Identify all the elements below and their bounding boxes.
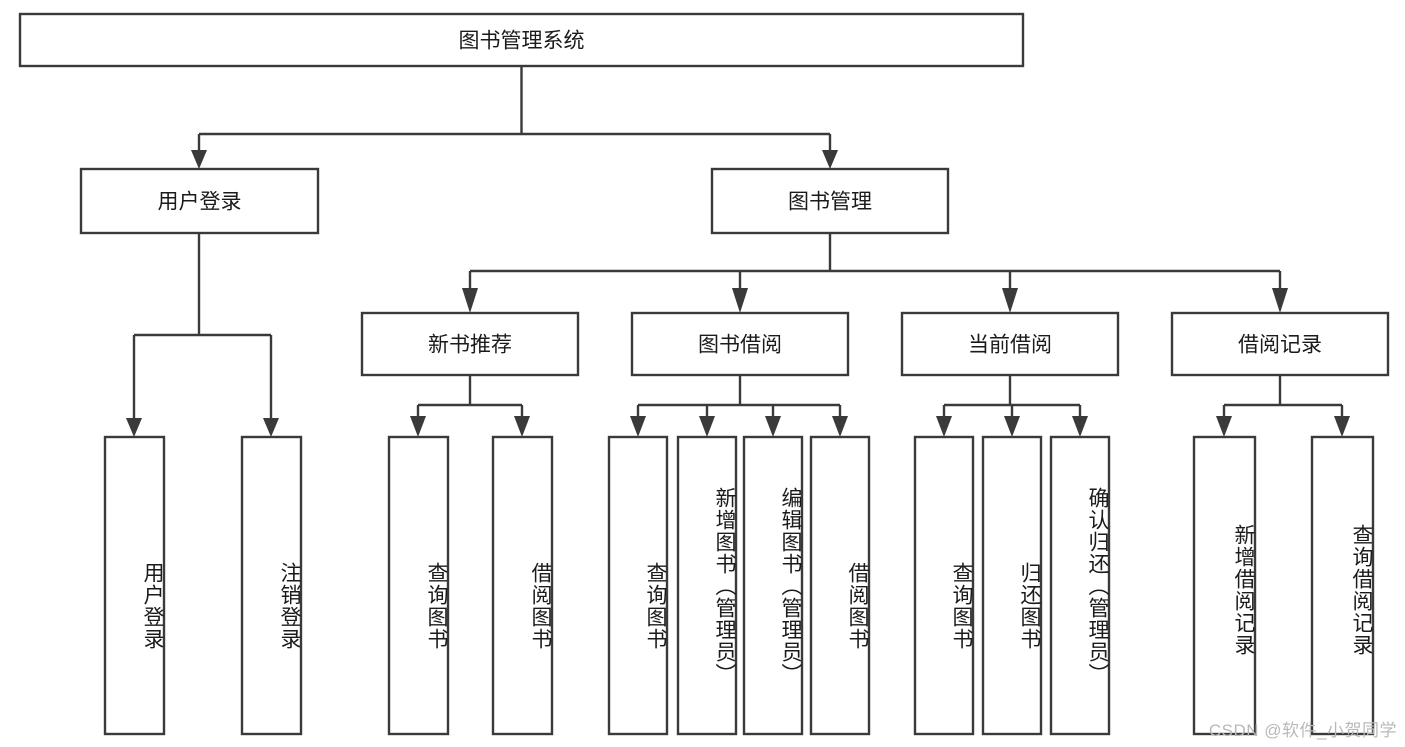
arrow-head-bb-leaf-3	[765, 416, 781, 437]
node-book-manage-label: 图书管理	[788, 191, 872, 214]
arrow-head-leaf-logout	[263, 418, 279, 437]
arrow-head-br-leaf-2	[1334, 416, 1350, 437]
node-borrow-record-box[interactable]	[1170, 311, 1390, 377]
arrow-head-bb-leaf-1	[630, 416, 646, 437]
arrow-head-new-book	[462, 288, 478, 313]
leaf-box-user-login-0[interactable]	[103, 435, 166, 736]
node-user-login-box[interactable]	[79, 167, 320, 235]
leaf-box-borrow-record-1[interactable]	[1310, 435, 1375, 736]
leaf-box-user-login-1[interactable]	[240, 435, 303, 736]
arrow-head-cb-leaf-2	[1004, 416, 1020, 437]
node-current-borrow-box[interactable]	[900, 311, 1120, 377]
node-book-manage-box[interactable]	[710, 167, 950, 235]
leaf-box-current-borrow-2[interactable]	[1049, 435, 1111, 736]
leaf-box-new-book-1[interactable]	[491, 435, 554, 736]
arrow-head-br-leaf-1	[1216, 416, 1232, 437]
node-borrow-record-label: 借阅记录	[1238, 334, 1322, 357]
connector-layer	[126, 66, 1350, 437]
arrow-head-cb-leaf-1	[936, 416, 952, 437]
arrow-head-book-borrow	[732, 288, 748, 313]
node-book-borrow-box[interactable]	[630, 311, 850, 377]
arrow-head-book-manage	[822, 150, 838, 169]
leaf-box-book-borrow-2[interactable]	[742, 435, 804, 736]
leaf-box-borrow-record-0[interactable]	[1192, 435, 1257, 736]
node-new-book-label: 新书推荐	[428, 334, 512, 357]
node-root-box[interactable]	[18, 12, 1025, 68]
leaf-box-current-borrow-1[interactable]	[981, 435, 1043, 736]
arrow-head-borrow-record	[1272, 288, 1288, 313]
arrow-head-bb-leaf-2	[699, 416, 715, 437]
arrow-head-nb-leaf-1	[410, 416, 426, 437]
csdn-watermark: CSDN @软件_小贺同学	[1208, 721, 1397, 740]
leaf-box-book-borrow-3[interactable]	[809, 435, 871, 736]
node-new-book-box[interactable]	[360, 311, 580, 377]
leaf-box-book-borrow-0[interactable]	[607, 435, 669, 736]
node-user-login-label: 用户登录	[158, 191, 242, 214]
leaf-box-current-borrow-0[interactable]	[913, 435, 975, 736]
node-layer: 图书管理系统 用户登录 图书管理 新书推荐 图书借阅 当前借阅 借阅记录	[18, 12, 1390, 736]
arrow-head-leaf-user-login	[126, 418, 142, 437]
arrow-head-bb-leaf-4	[832, 416, 848, 437]
arrow-head-user-login	[191, 150, 207, 169]
arrow-head-cb-leaf-3	[1072, 416, 1088, 437]
node-root-label: 图书管理系统	[459, 30, 585, 53]
node-book-borrow-label: 图书借阅	[698, 334, 782, 357]
leaf-box-new-book-0[interactable]	[387, 435, 450, 736]
leaf-box-book-borrow-1[interactable]	[676, 435, 738, 736]
arrow-head-current-borrow	[1002, 288, 1018, 313]
node-current-borrow-label: 当前借阅	[968, 334, 1052, 357]
arrow-head-nb-leaf-2	[514, 416, 530, 437]
